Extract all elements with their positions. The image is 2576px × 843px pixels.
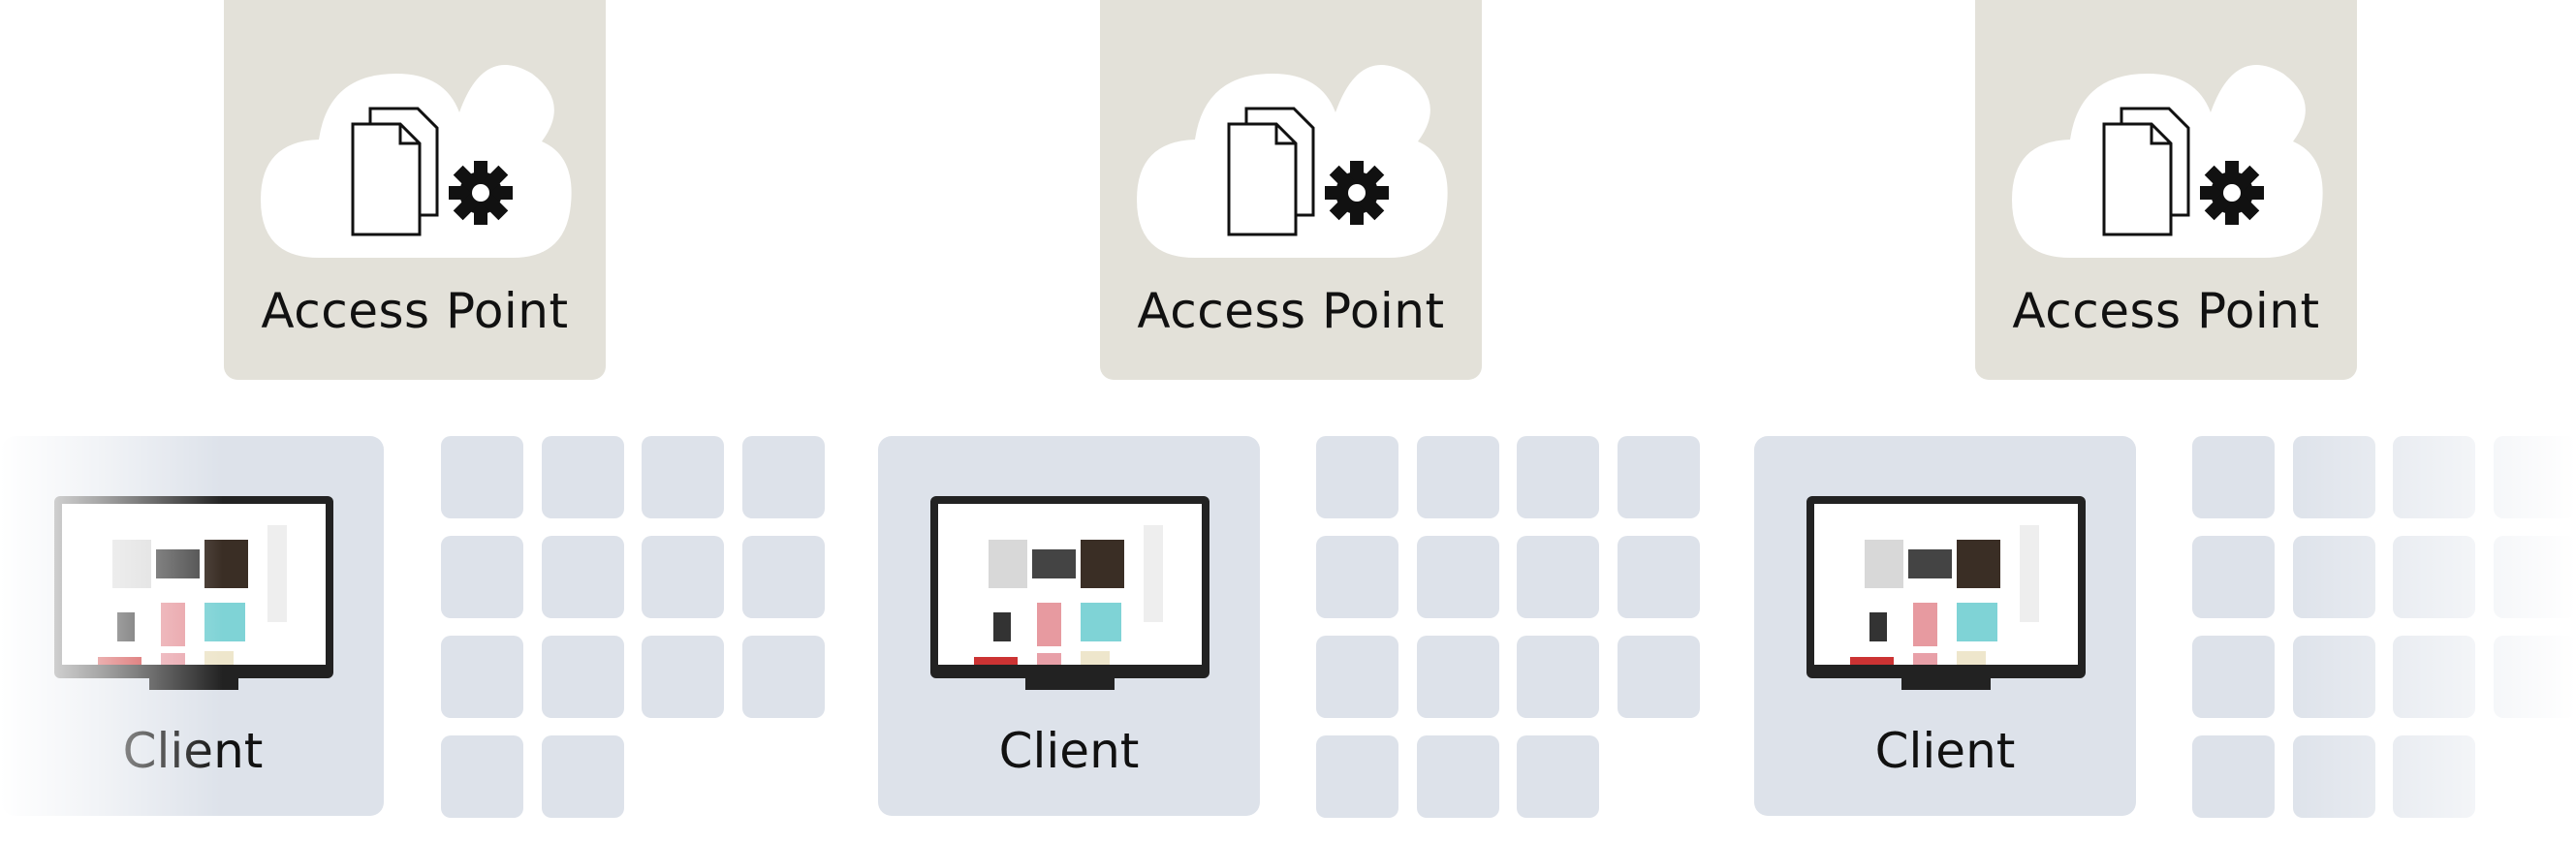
- client-slot-tile: [642, 636, 724, 718]
- client-label: Client: [998, 723, 1140, 779]
- client-slot-tile: [2393, 735, 2475, 818]
- cloud-icon: [261, 65, 572, 258]
- client-slot-tile: [2494, 536, 2576, 618]
- client-slot-tile: [1417, 735, 1499, 818]
- client-slot-tile: [2293, 735, 2375, 818]
- client-slot-tile: [2293, 636, 2375, 718]
- client-slot-tile: [2192, 536, 2275, 618]
- client-slot-tile: [441, 436, 523, 518]
- client-slot-tile: [742, 436, 825, 518]
- client-slot-tile: [2293, 436, 2375, 518]
- client-slot-tile: [1316, 735, 1398, 818]
- access-point-label: Access Point: [1137, 283, 1445, 339]
- cloud-icon: [1137, 65, 1448, 258]
- gear-icon: [449, 161, 513, 225]
- client-slot-tile: [441, 536, 523, 618]
- client-slot-tile: [1517, 636, 1599, 718]
- client-slot-tile: [2293, 536, 2375, 618]
- client-slot-tile: [742, 636, 825, 718]
- client-slot-tile: [1517, 536, 1599, 618]
- monitor-icon: [54, 496, 333, 690]
- documents-icon: [2102, 107, 2190, 236]
- client-slot-tile: [2192, 735, 2275, 818]
- client-slot-tile: [2494, 436, 2576, 518]
- cloud-icon: [2012, 65, 2323, 258]
- access-point-label: Access Point: [261, 283, 569, 339]
- client-slot-tile: [2192, 436, 2275, 518]
- client-slot-tile: [2494, 636, 2576, 718]
- client-slot-tile: [542, 536, 624, 618]
- client-slot-tile: [1517, 735, 1599, 818]
- client-slot-tile: [1517, 436, 1599, 518]
- screen-thumbnails: [1850, 525, 2039, 665]
- client-slot-tile: [2393, 536, 2475, 618]
- access-point-box: Access Point: [1100, 0, 1482, 380]
- client-label: Client: [122, 723, 264, 779]
- access-point-label: Access Point: [2012, 283, 2320, 339]
- client-slot-tile: [742, 536, 825, 618]
- client-slot-tile: [1417, 636, 1499, 718]
- client-slot-tile: [2393, 436, 2475, 518]
- client-slot-tile: [2192, 636, 2275, 718]
- client-slot-tile: [2393, 636, 2475, 718]
- client-slot-tile: [1417, 536, 1499, 618]
- client-box: Client: [2, 436, 384, 816]
- client-slot-tile: [542, 436, 624, 518]
- client-slot-tile: [441, 735, 523, 818]
- client-box: Client: [878, 436, 1260, 816]
- gear-icon: [2200, 161, 2264, 225]
- client-slot-tile: [542, 636, 624, 718]
- client-slot-tile: [1618, 436, 1700, 518]
- screen-thumbnails: [974, 525, 1163, 665]
- client-slot-tile: [642, 536, 724, 618]
- client-box: Client: [1754, 436, 2136, 816]
- documents-icon: [351, 107, 439, 236]
- client-label: Client: [1874, 723, 2016, 779]
- client-slot-tile: [1417, 436, 1499, 518]
- gear-icon: [1325, 161, 1389, 225]
- client-slot-tile: [642, 436, 724, 518]
- access-point-box: Access Point: [1975, 0, 2357, 380]
- monitor-icon: [930, 496, 1209, 690]
- client-slot-tile: [1618, 636, 1700, 718]
- documents-icon: [1227, 107, 1315, 236]
- client-slot-tile: [1618, 536, 1700, 618]
- client-slot-tile: [1316, 536, 1398, 618]
- monitor-icon: [1806, 496, 2086, 690]
- client-slot-tile: [542, 735, 624, 818]
- client-slot-tile: [441, 636, 523, 718]
- client-slot-tile: [1316, 636, 1398, 718]
- client-slot-tile: [1316, 436, 1398, 518]
- access-point-box: Access Point: [224, 0, 606, 380]
